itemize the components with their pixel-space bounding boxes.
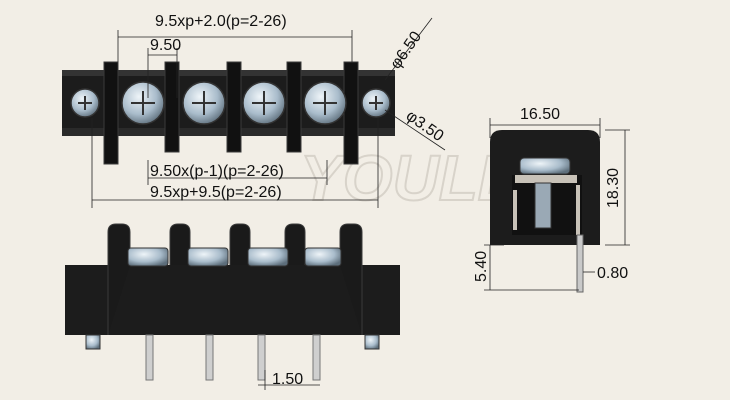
dim-overall-length: 9.5xp+9.5(p=2-26) xyxy=(150,184,282,201)
front-view xyxy=(65,223,400,381)
dim-hole-large: φ6.50 xyxy=(387,28,425,72)
dim-pitch: 9.50 xyxy=(150,37,181,54)
top-view xyxy=(62,61,395,165)
dim-pitch-span: 9.50x(p-1)(p=2-26) xyxy=(150,163,284,180)
dim-height: 18.30 xyxy=(605,168,622,208)
dim-width: 16.50 xyxy=(520,106,560,123)
dim-overall-top: 9.5xp+2.0(p=2-26) xyxy=(155,13,287,30)
dim-pin-thickness: 0.80 xyxy=(597,265,628,282)
side-view xyxy=(490,130,600,293)
dim-pin-length: 5.40 xyxy=(473,251,490,282)
watermark-logo: YOULE xyxy=(300,142,523,214)
dim-pin-width: 1.50 xyxy=(272,371,303,388)
